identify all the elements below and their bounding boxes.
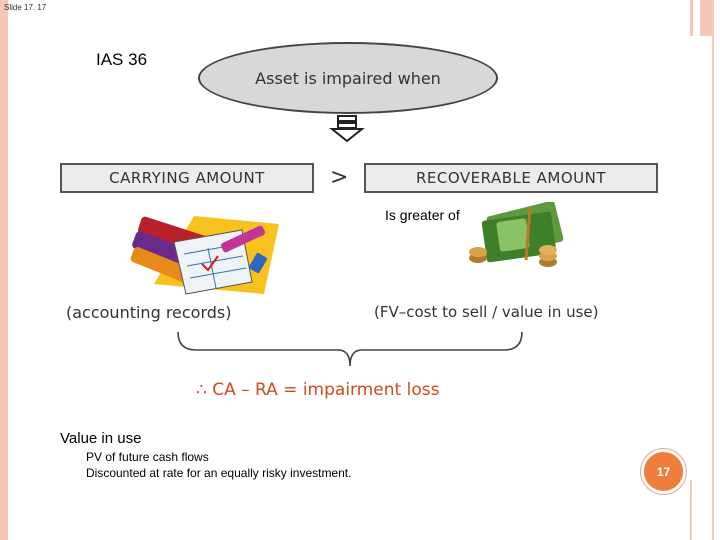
value-in-use-title: Value in use xyxy=(60,430,141,447)
greater-than-symbol: > xyxy=(330,165,348,190)
money-stack-illustration xyxy=(468,202,568,272)
value-in-use-point: PV of future cash flows xyxy=(86,450,209,464)
page-number: 17 xyxy=(657,465,670,479)
slide-label: Slide 17. 17 xyxy=(4,3,46,12)
down-arrow-icon xyxy=(328,114,368,144)
left-frame-bar xyxy=(0,0,8,540)
callout-oval: Asset is impaired when xyxy=(198,42,498,114)
right-frame-line xyxy=(712,0,714,540)
impairment-formula: ∴ CA – RA = impairment loss xyxy=(196,380,439,400)
carrying-amount-box: CARRYING AMOUNT xyxy=(60,163,314,193)
callout-text: Asset is impaired when xyxy=(253,69,443,88)
page-number-badge: 17 xyxy=(641,449,686,494)
accounting-books-illustration xyxy=(124,204,284,298)
greater-of-label: Is greater of xyxy=(385,207,460,223)
value-in-use-point: Discounted at rate for an equally risky … xyxy=(86,466,351,480)
right-frame-line xyxy=(690,480,692,540)
recoverable-detail-note: (FV–cost to sell / value in use) xyxy=(374,303,599,321)
recoverable-amount-box: RECOVERABLE AMOUNT xyxy=(364,163,658,193)
recoverable-amount-label: RECOVERABLE AMOUNT xyxy=(416,169,606,187)
page-title: IAS 36 xyxy=(96,50,147,70)
curly-brace-connector xyxy=(170,328,530,372)
accounting-records-note: (accounting records) xyxy=(66,303,232,322)
carrying-amount-label: CARRYING AMOUNT xyxy=(109,169,265,187)
right-frame-accent xyxy=(690,0,693,36)
